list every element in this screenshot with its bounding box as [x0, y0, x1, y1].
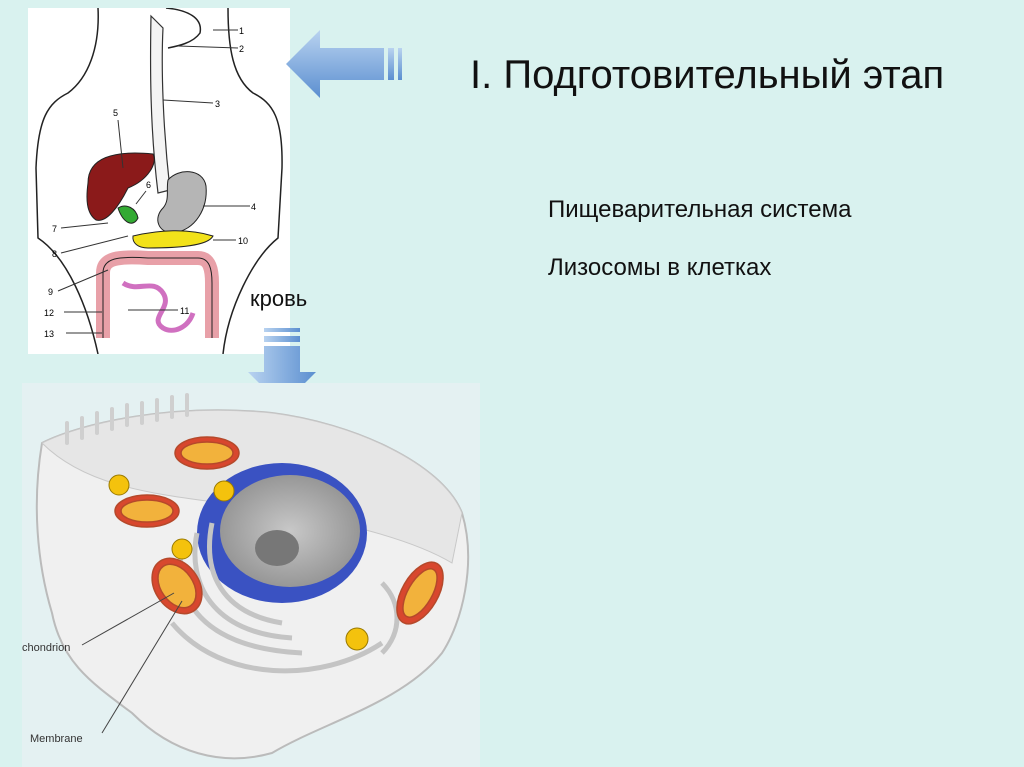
slide-title: I. Подготовительный этап: [470, 53, 945, 97]
organ-label-2: 2: [239, 44, 244, 54]
organ-label-11: 11: [180, 306, 189, 316]
down-arrow-icon: [248, 328, 316, 406]
mitochondrion-label: chondrion: [22, 642, 70, 654]
organ-label-10: 10: [238, 236, 248, 246]
digestive-system-drawing: 1 2 3 4 5 6 7 8 10 9 11 12 13: [35, 7, 283, 355]
organ-label-9: 9: [48, 287, 53, 297]
blood-label: кровь: [250, 286, 308, 311]
organ-label-1: 1: [239, 26, 244, 36]
left-arrow-icon: [286, 30, 402, 98]
bullet-list: Пищеварительная система Лизосомы в клетк…: [548, 195, 851, 311]
organ-label-6: 6: [146, 180, 151, 190]
cell-figure: chondrion Membrane: [22, 383, 480, 767]
organ-label-13: 13: [44, 329, 54, 339]
organ-label-7: 7: [52, 224, 57, 234]
bullet-item: Пищеварительная система: [548, 196, 852, 223]
membrane-label: Membrane: [30, 733, 83, 745]
organ-label-3: 3: [215, 99, 220, 109]
organ-label-12: 12: [44, 308, 54, 318]
cell-drawing: chondrion Membrane: [22, 393, 470, 760]
organ-label-5: 5: [113, 108, 118, 118]
bullet-item: Лизосомы в клетках: [548, 254, 772, 281]
organ-label-8: 8: [52, 249, 57, 259]
organ-label-4: 4: [251, 202, 256, 212]
digestive-system-figure: 1 2 3 4 5 6 7 8 10 9 11 12 13: [28, 7, 290, 355]
